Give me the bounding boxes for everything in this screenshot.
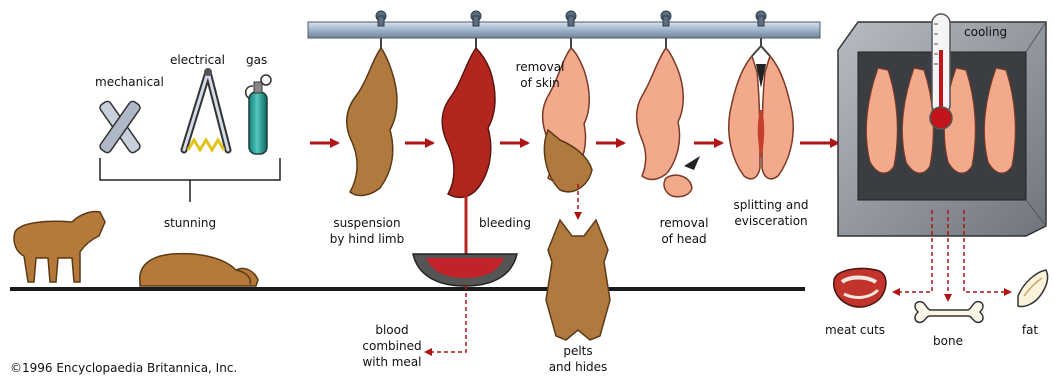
electrical-label: electrical	[170, 53, 225, 67]
splitting-label-line2: evisceration	[734, 214, 807, 228]
head-removal-label-line2: of head	[661, 232, 706, 246]
blood-label-line2: combined	[362, 339, 421, 353]
bone-icon	[915, 302, 983, 323]
suspension-label-line2: by hind limb	[330, 232, 404, 246]
thermometer-icon	[930, 14, 952, 129]
copyright-notice: ©1996 Encyclopaedia Britannica, Inc.	[10, 361, 237, 375]
cooling-label: cooling	[964, 25, 1007, 39]
splitting-label-line1: splitting and	[734, 198, 809, 212]
stunning-label: stunning	[164, 216, 216, 230]
stunning-bracket	[100, 158, 280, 202]
meat-cuts-icon	[834, 268, 886, 307]
meat-cuts-label: meat cuts	[825, 323, 885, 337]
fat-icon	[1018, 270, 1048, 307]
gas-label: gas	[246, 53, 267, 67]
electrical-stunner-icon	[184, 68, 228, 150]
pelts-label-line1: pelts	[563, 344, 592, 358]
gas-cylinder-icon	[246, 75, 271, 154]
ground-line	[10, 287, 805, 291]
pelt-hide	[546, 220, 610, 340]
head-removal-label-line1: removal	[660, 216, 709, 230]
fat-label: fat	[1022, 323, 1039, 337]
skin-removal-label-line1: removal	[516, 60, 565, 74]
suspension-label-line1: suspension	[333, 216, 400, 230]
mechanical-label: mechanical	[95, 75, 164, 89]
blood-trough	[413, 254, 517, 286]
blood-label-line3: with meal	[362, 355, 421, 369]
blood-label-line1: blood	[375, 323, 408, 337]
pelts-label-line2: and hides	[549, 360, 608, 374]
split-carcass	[729, 56, 793, 179]
mechanical-stunner-icon	[98, 100, 141, 154]
head-removed-carcass	[637, 48, 700, 197]
standing-cow-icon	[14, 211, 105, 282]
bleeding-label: bleeding	[479, 216, 531, 230]
skin-removal-label-line2: of skin	[520, 76, 560, 90]
suspended-carcass	[347, 48, 397, 195]
stunned-cow-icon	[140, 254, 258, 286]
overhead-rail	[308, 11, 820, 56]
bone-label: bone	[933, 334, 963, 348]
